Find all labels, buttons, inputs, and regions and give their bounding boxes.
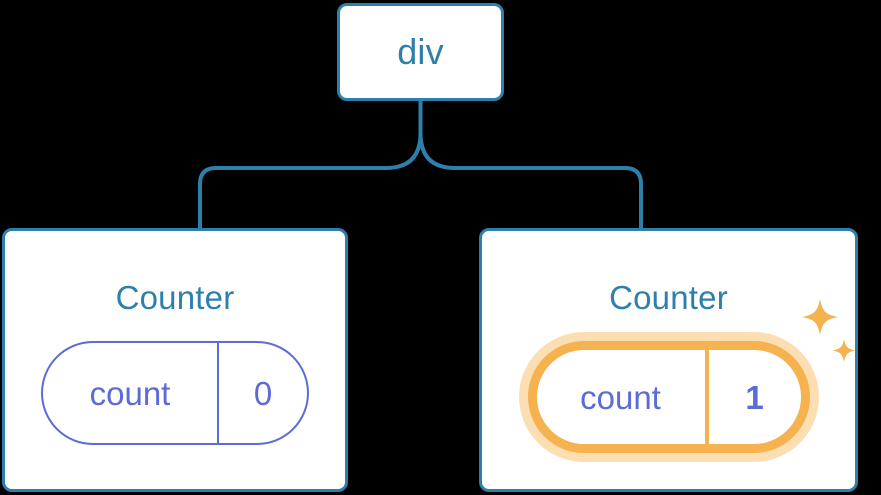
node-counter-right[interactable]: Counter count 1 xyxy=(479,228,858,492)
node-div[interactable]: div xyxy=(337,3,504,101)
state-value-left: 0 xyxy=(217,343,307,443)
state-pill-right-wrapper: count 1 xyxy=(527,299,855,453)
edge-div-to-left-counter xyxy=(198,131,423,230)
edge-div-to-right-counter xyxy=(418,99,643,230)
node-div-label: div xyxy=(397,31,444,72)
state-pill-left[interactable]: count 0 xyxy=(41,341,309,445)
state-key-right: count xyxy=(580,378,661,416)
state-pill-right[interactable]: count 1 xyxy=(527,341,810,453)
node-counter-right-title: Counter xyxy=(609,279,728,316)
state-value-right: 1 xyxy=(704,350,801,444)
sparkles-icon xyxy=(801,299,855,362)
state-key-left: count xyxy=(89,374,171,412)
node-counter-left[interactable]: Counter count 0 xyxy=(2,228,348,492)
state-pill-left-wrapper: count 0 xyxy=(41,341,309,445)
node-counter-left-title: Counter xyxy=(115,279,235,316)
